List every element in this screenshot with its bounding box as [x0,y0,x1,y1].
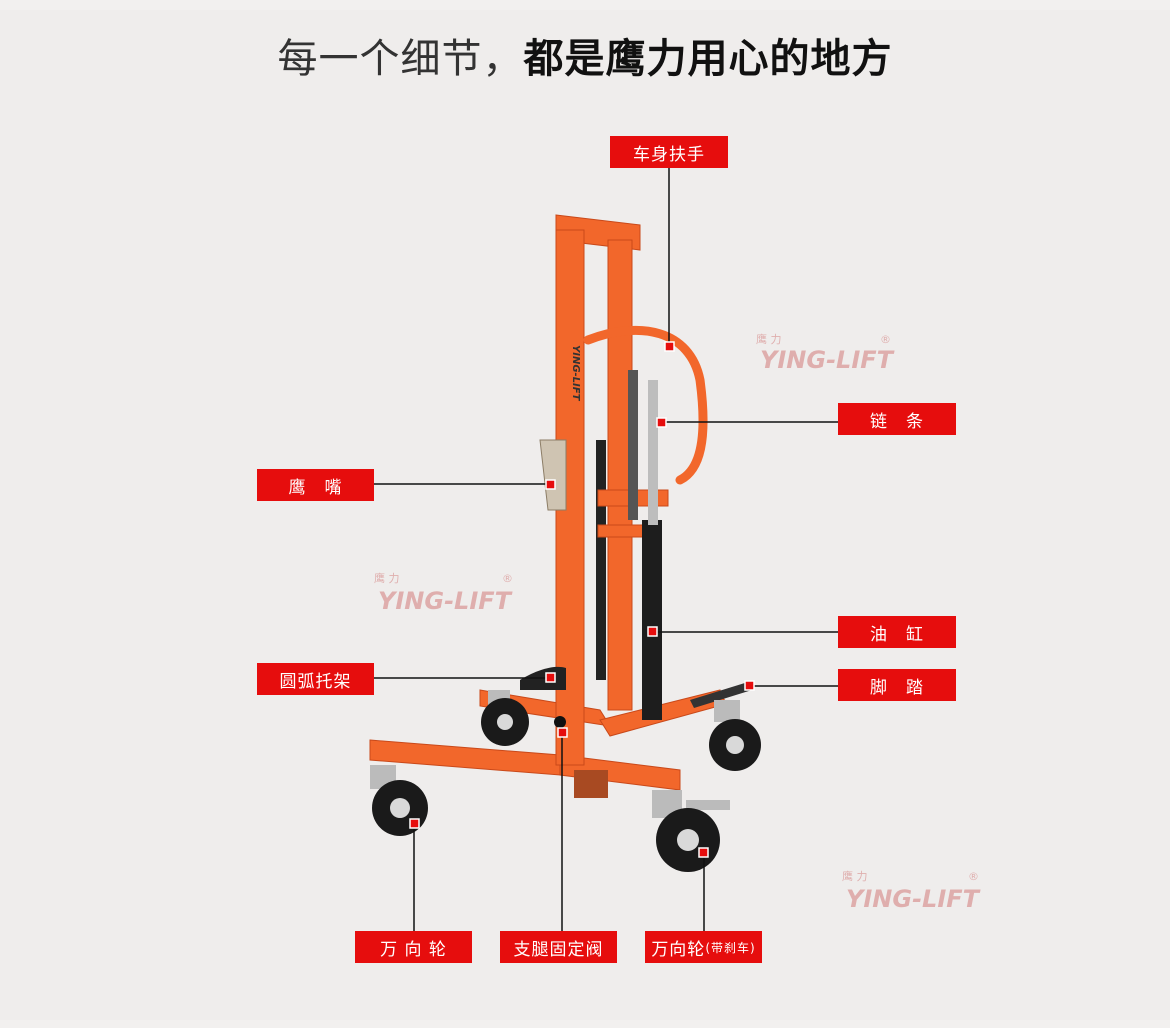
wheel-rear-left [481,690,529,746]
label-support-valve: 支腿固定阀 [500,931,617,963]
svg-text:YING-LIFT: YING-LIFT [570,345,581,402]
watermark-mid-left: YING-LIFT 鹰 力 ® [374,571,513,615]
svg-text:鹰 力: 鹰 力 [842,869,868,883]
callout-lines [374,168,838,932]
label-caster: 万 向 轮 [355,931,472,963]
label-caster-brake-main: 万向轮 [651,939,706,960]
wheel-rear-right [709,700,761,771]
page-title: 每一个细节，都是鹰力用心的地方 [0,26,1170,84]
product-canvas [0,10,1170,1020]
label-cylinder: 油 缸 [838,616,956,648]
svg-text:YING-LIFT: YING-LIFT [378,587,513,615]
label-caster-brake-note: (带刹车) [705,940,756,955]
watermark-bottom-right: YING-LIFT 鹰 力 ® [842,869,981,913]
title-bold: 都是鹰力用心的地方 [523,36,893,82]
svg-text:®: ® [880,333,891,346]
svg-text:YING-LIFT: YING-LIFT [846,885,981,913]
watermark-top-right: YING-LIFT 鹰 力 ® [756,332,895,374]
label-beak: 鹰 嘴 [257,469,374,501]
wheel-front-right [652,790,730,872]
label-chain: 链 条 [838,403,956,435]
base-frame [369,689,727,798]
title-light: 每一个细节， [277,36,524,82]
label-arc-bracket: 圆弧托架 [257,663,374,695]
handle-bar [583,325,708,485]
label-handle: 车身扶手 [610,136,728,168]
mast: YING-LIFT [539,214,669,766]
label-pedal: 脚 踏 [838,669,956,701]
support-valve-knob [554,716,566,728]
svg-text:鹰 力: 鹰 力 [756,332,782,346]
svg-text:®: ® [968,870,979,883]
svg-text:鹰 力: 鹰 力 [374,571,400,585]
svg-text:®: ® [502,572,513,585]
callout-dots [409,341,755,858]
pedal-shape [690,682,752,708]
label-caster-brake: 万向轮(带刹车) [645,931,762,963]
svg-text:YING-LIFT: YING-LIFT [760,346,895,374]
